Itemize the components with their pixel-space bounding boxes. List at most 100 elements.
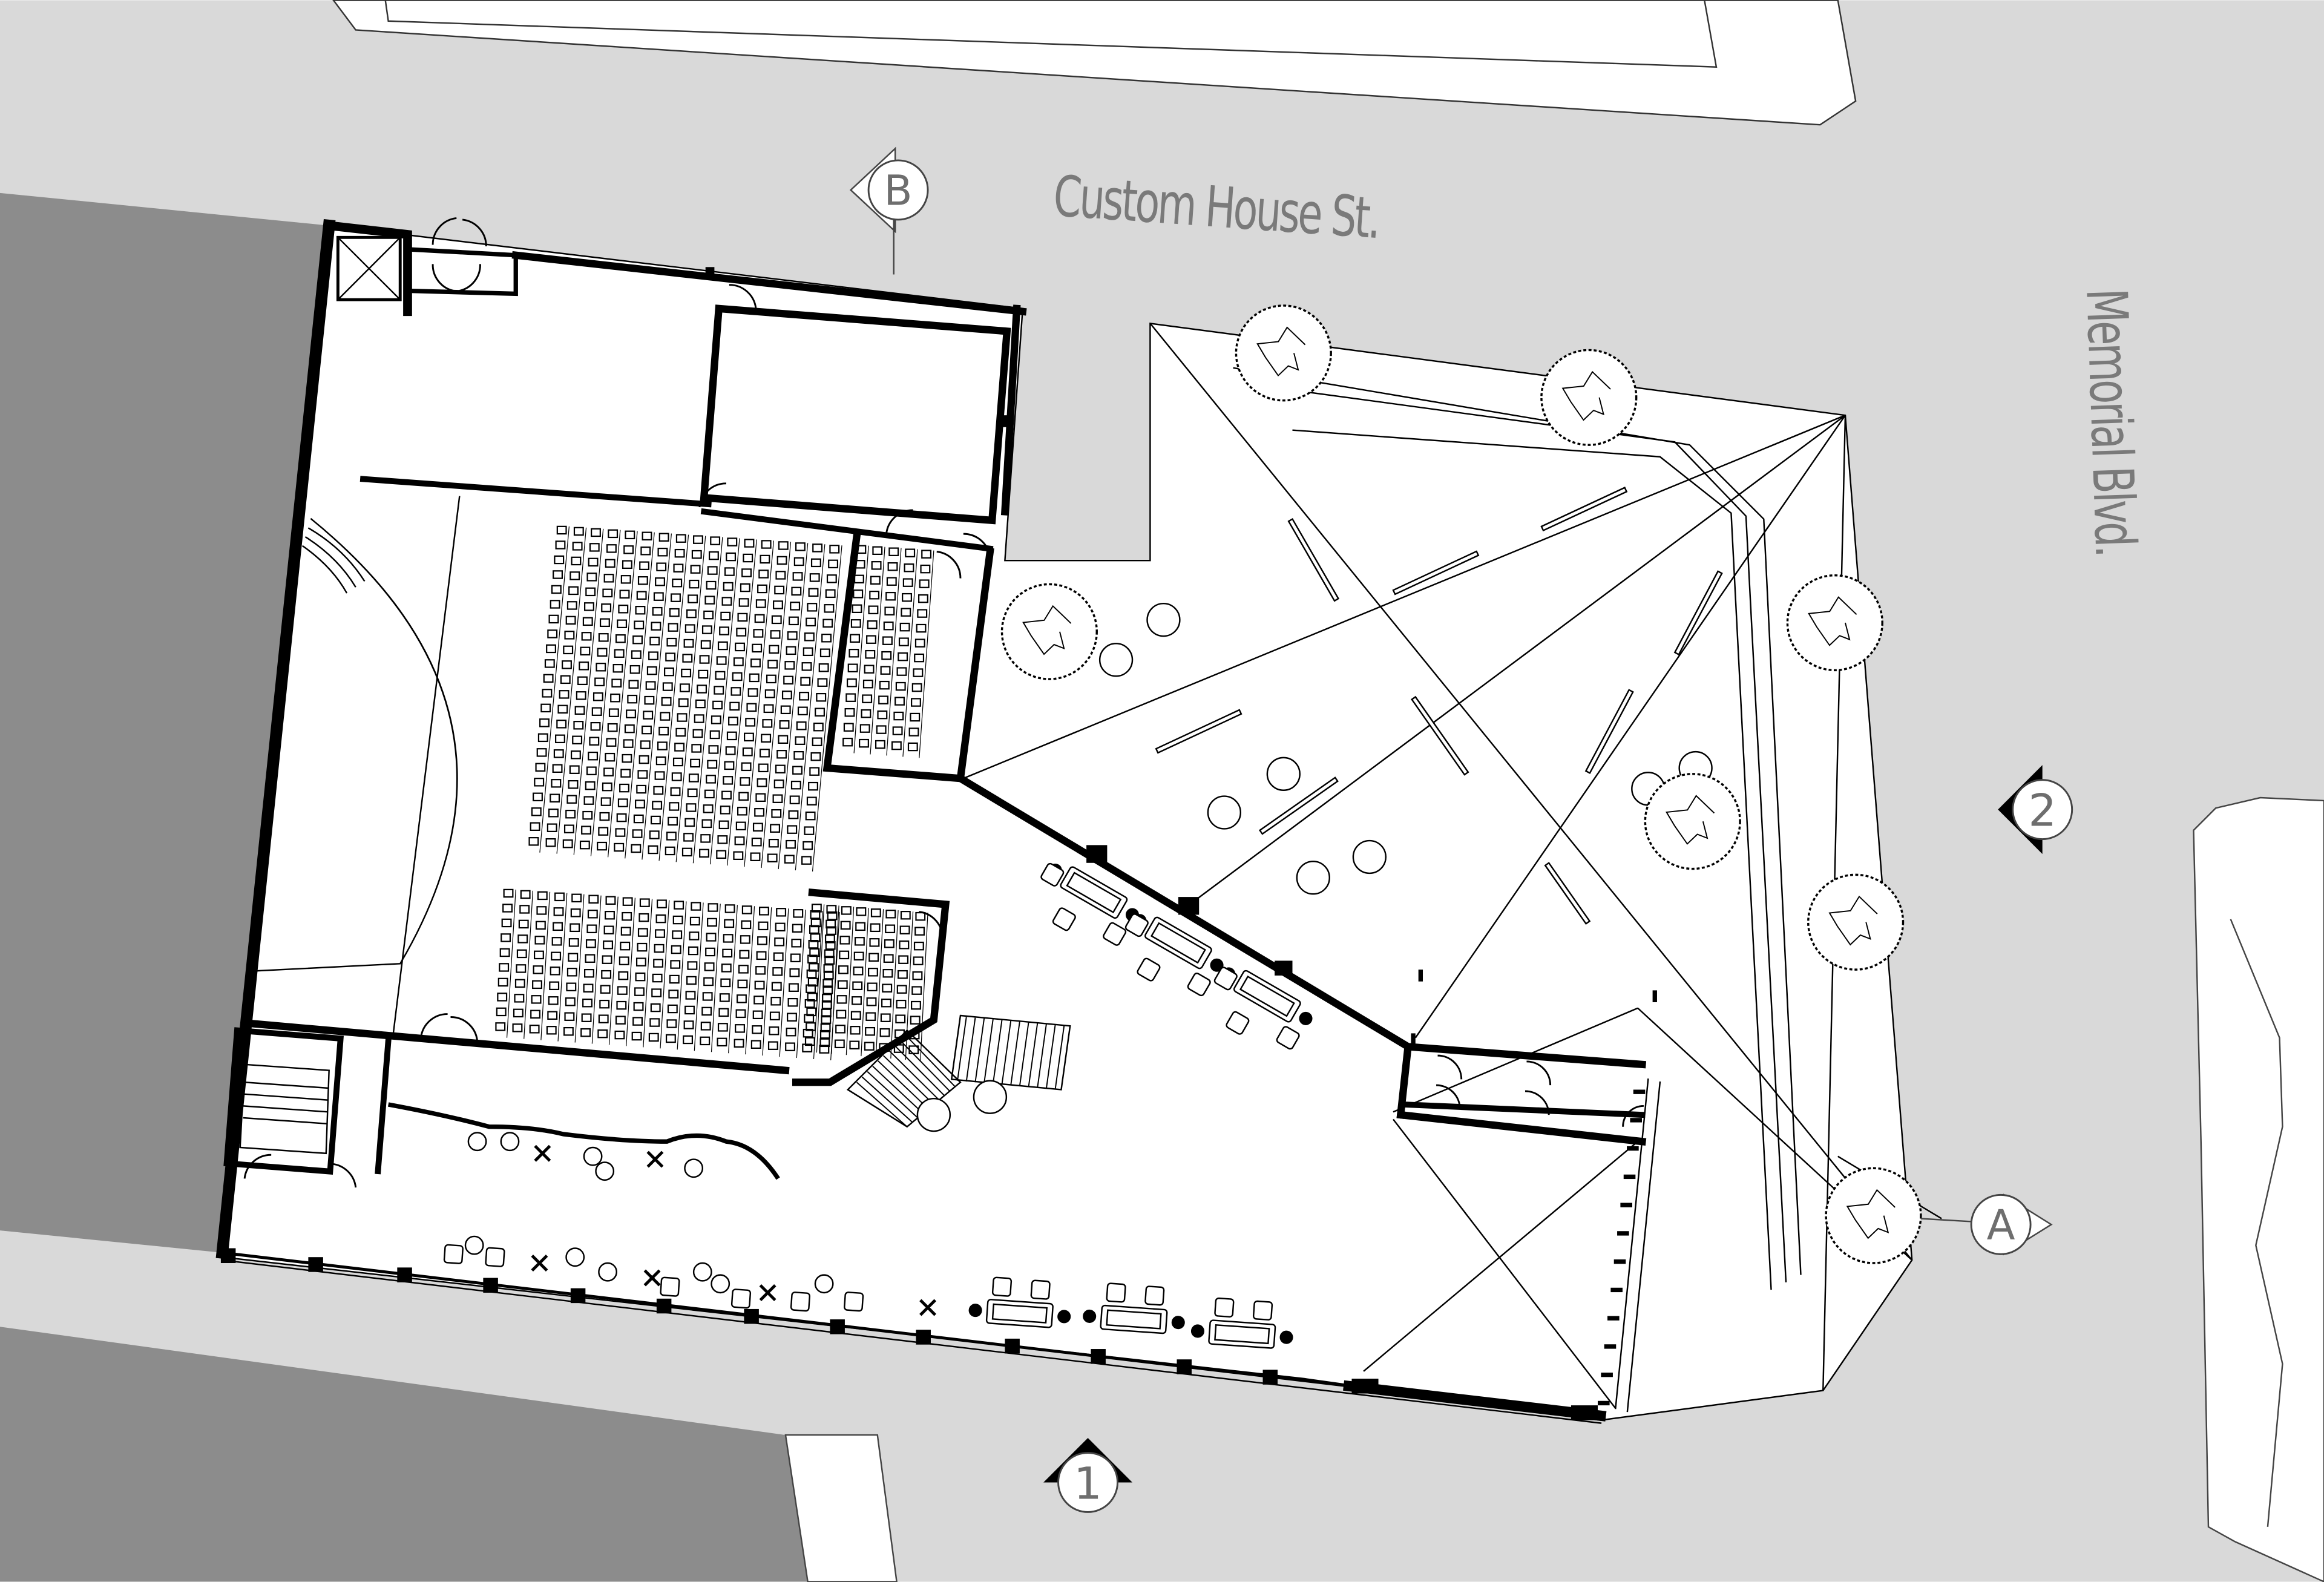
seat (638, 913, 649, 922)
seat-row-line (728, 905, 738, 1054)
seat (633, 814, 644, 824)
seat (775, 922, 786, 932)
seat (603, 574, 614, 583)
seat (568, 953, 579, 962)
column (744, 1308, 759, 1324)
seat (670, 787, 681, 796)
seat (773, 952, 784, 962)
seat (570, 908, 581, 917)
seat (797, 706, 808, 715)
tree-icon (1644, 773, 1741, 870)
stair-tread (888, 1049, 940, 1101)
seat (737, 807, 747, 816)
seat (592, 692, 603, 701)
seat (635, 957, 646, 967)
seat-row-line (574, 894, 585, 1043)
seat (699, 655, 710, 664)
seat (605, 896, 616, 905)
seat (819, 1038, 830, 1048)
bollard (1652, 990, 1657, 1002)
stair-tread (867, 1071, 919, 1118)
backstage-corridor-wall (359, 476, 712, 508)
seat (872, 546, 883, 555)
seat (631, 1031, 642, 1041)
seat (548, 809, 559, 818)
seat (888, 547, 899, 556)
seat (566, 795, 577, 804)
seat (853, 574, 864, 584)
seat (852, 604, 862, 614)
stool (711, 1274, 730, 1294)
seat (761, 540, 772, 549)
seat (809, 925, 819, 934)
stair-core-flight (239, 1063, 330, 1155)
seat (682, 654, 693, 663)
seat (704, 596, 715, 605)
seat (819, 648, 830, 657)
seat (629, 665, 640, 674)
seat-row-line (812, 545, 842, 872)
seat (826, 919, 836, 929)
seat (754, 614, 765, 623)
tree-icon (1807, 873, 1905, 971)
seat (501, 918, 512, 928)
seat-row-line (779, 908, 789, 1057)
seat (864, 665, 875, 674)
seat (706, 933, 717, 942)
seat (901, 608, 911, 617)
seat-row-line (709, 538, 740, 865)
seat-row-line (796, 910, 806, 1058)
seat (920, 564, 931, 574)
seat (667, 1004, 678, 1014)
seat (615, 1016, 626, 1025)
seat (859, 738, 869, 748)
seat (664, 667, 674, 677)
seat (910, 712, 921, 722)
seat (723, 934, 734, 943)
seat (716, 850, 727, 859)
seat (554, 892, 565, 902)
seat (622, 911, 632, 921)
seat (551, 585, 562, 594)
seat (774, 585, 785, 595)
balcony-east-wall (822, 533, 994, 783)
lounge-chair (790, 1292, 811, 1312)
seat (855, 922, 866, 931)
seat (822, 619, 833, 628)
seat-row-line (861, 908, 869, 1057)
seat (635, 799, 645, 809)
seat (870, 576, 881, 585)
seat (536, 906, 547, 915)
section-marker-label: B (884, 166, 913, 215)
seat (704, 789, 715, 799)
seat (632, 1017, 643, 1026)
seat (815, 707, 825, 717)
seat (589, 543, 600, 552)
seat (788, 810, 799, 819)
stair-tread (1001, 1020, 1012, 1085)
seat (681, 668, 692, 678)
seat (850, 1026, 861, 1035)
seat (711, 715, 721, 724)
seat (699, 848, 709, 858)
seat (686, 803, 697, 812)
seat (721, 790, 732, 800)
seat (660, 712, 671, 721)
seat (566, 968, 577, 977)
seat (885, 910, 896, 919)
seat (684, 1005, 695, 1015)
seat (631, 650, 642, 659)
seat (565, 809, 576, 819)
seat (671, 945, 681, 954)
section-marker-circle (1970, 1193, 2032, 1255)
tree-icon (1786, 574, 1883, 672)
seat (771, 615, 782, 625)
seat (804, 632, 815, 642)
seat-row-line (607, 531, 638, 858)
seat (720, 978, 731, 988)
seat (807, 977, 818, 987)
seat (634, 987, 645, 996)
stool (684, 1158, 704, 1178)
seat (690, 565, 701, 574)
seat (897, 970, 908, 979)
